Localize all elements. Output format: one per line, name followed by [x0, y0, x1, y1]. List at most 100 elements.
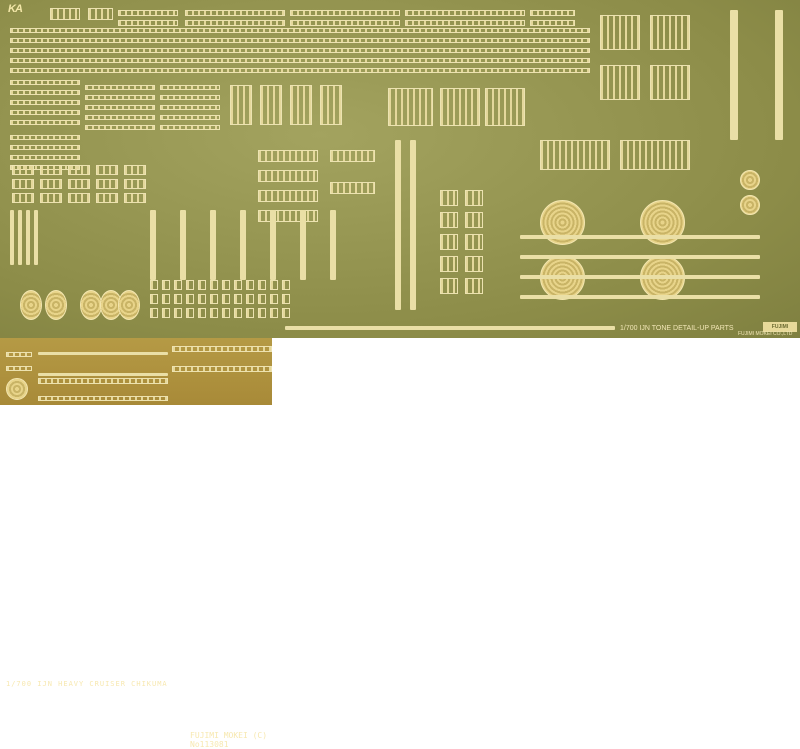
maker-name: FUJIMI MOKEI CO.,LTD — [738, 331, 793, 337]
rail-strip-part — [520, 295, 760, 299]
ladder-part — [124, 193, 146, 203]
railing-part — [290, 10, 400, 16]
small-part — [162, 280, 170, 290]
small-part — [270, 280, 278, 290]
small-part — [150, 308, 158, 318]
railing-part — [530, 20, 575, 26]
small-part — [222, 308, 230, 318]
bracket-part — [440, 234, 458, 250]
grate-part — [485, 88, 525, 126]
small-part — [258, 294, 266, 304]
ladder-part — [68, 165, 90, 175]
railing-part — [85, 95, 155, 100]
ring-part — [740, 170, 760, 190]
truss-part — [172, 366, 272, 372]
railing-part — [185, 10, 285, 16]
small-part — [270, 308, 278, 318]
railing-part — [85, 115, 155, 120]
small-part — [210, 294, 218, 304]
crane-arm-part — [210, 210, 216, 280]
railing-part — [10, 80, 80, 85]
small-part — [234, 280, 242, 290]
hatch-part — [540, 140, 610, 170]
rail-strip-part — [520, 275, 760, 279]
rail-strip-part — [285, 326, 615, 330]
ladder-part — [96, 165, 118, 175]
bracket-part — [465, 212, 483, 228]
crane-arm-part — [150, 210, 156, 280]
railing-part — [10, 48, 590, 53]
grate-part — [290, 85, 312, 125]
small-part — [270, 294, 278, 304]
crane-arm-part — [240, 210, 246, 280]
small-part — [174, 280, 182, 290]
grate-part — [260, 85, 282, 125]
railing-part — [118, 10, 178, 16]
photo-etch-fret: KA 1/700 IJN TONE DETAIL-UP PARTS FUJIMI… — [0, 0, 800, 338]
small-part — [198, 280, 206, 290]
stairs-part — [330, 182, 375, 194]
hatch-part — [620, 140, 690, 170]
railing-part — [10, 100, 80, 105]
small-part — [234, 294, 242, 304]
railing-part — [160, 115, 220, 120]
small-part — [258, 280, 266, 290]
mast-part — [410, 140, 416, 310]
small-part — [282, 308, 290, 318]
bracket-part — [465, 278, 483, 294]
truss-part — [38, 378, 168, 384]
maker-badge: FUJIMI — [763, 322, 797, 332]
bracket-part — [465, 234, 483, 250]
catapult-part — [650, 65, 690, 100]
small-part — [282, 280, 290, 290]
wheel-part — [6, 378, 28, 400]
stairs-part — [258, 190, 318, 202]
brass-fret: 1/700 IJN HEAVY CRUISER CHIKUMA FUJIMI M… — [0, 338, 272, 749]
grate-part — [440, 88, 480, 126]
brass-fret-code: FUJIMI MOKEI (C) No113081 — [190, 731, 268, 749]
railing-part — [10, 28, 590, 33]
strut-part — [34, 210, 38, 265]
crane-arm-part — [300, 210, 306, 280]
ladder-part — [40, 193, 62, 203]
prop-part — [45, 290, 67, 320]
stairs-part — [258, 150, 318, 162]
small-part — [222, 280, 230, 290]
bracket-part — [440, 212, 458, 228]
strut-part — [38, 352, 168, 355]
stairs-part — [258, 210, 318, 222]
railing-part — [10, 120, 80, 125]
railing-part — [160, 105, 220, 110]
railing-part — [10, 155, 80, 160]
crane-arm-part — [270, 210, 276, 280]
railing-part — [85, 85, 155, 90]
small-part — [174, 308, 182, 318]
prop-part — [118, 290, 140, 320]
small-part — [222, 294, 230, 304]
tower-part — [730, 10, 738, 140]
stairs-part — [258, 170, 318, 182]
rail-strip-part — [520, 235, 760, 239]
railing-part — [88, 8, 113, 20]
bracket-part — [440, 256, 458, 272]
ring-part — [740, 195, 760, 215]
ladder-part — [12, 165, 34, 175]
brand-logo: KA — [8, 3, 23, 15]
small-part — [246, 308, 254, 318]
fret-title: 1/700 IJN TONE DETAIL-UP PARTS — [620, 325, 734, 332]
truss-part — [38, 396, 168, 401]
ladder-part — [40, 179, 62, 189]
grate-part — [388, 88, 433, 126]
small-part — [198, 294, 206, 304]
small-part — [162, 294, 170, 304]
small-part — [246, 280, 254, 290]
railing-part — [405, 20, 525, 26]
small-part — [234, 308, 242, 318]
ladder-part — [124, 165, 146, 175]
prop-part — [20, 290, 42, 320]
railing-part — [10, 58, 590, 63]
ladder-part — [124, 179, 146, 189]
small-part — [246, 294, 254, 304]
railing-part — [160, 85, 220, 90]
small-part — [174, 294, 182, 304]
